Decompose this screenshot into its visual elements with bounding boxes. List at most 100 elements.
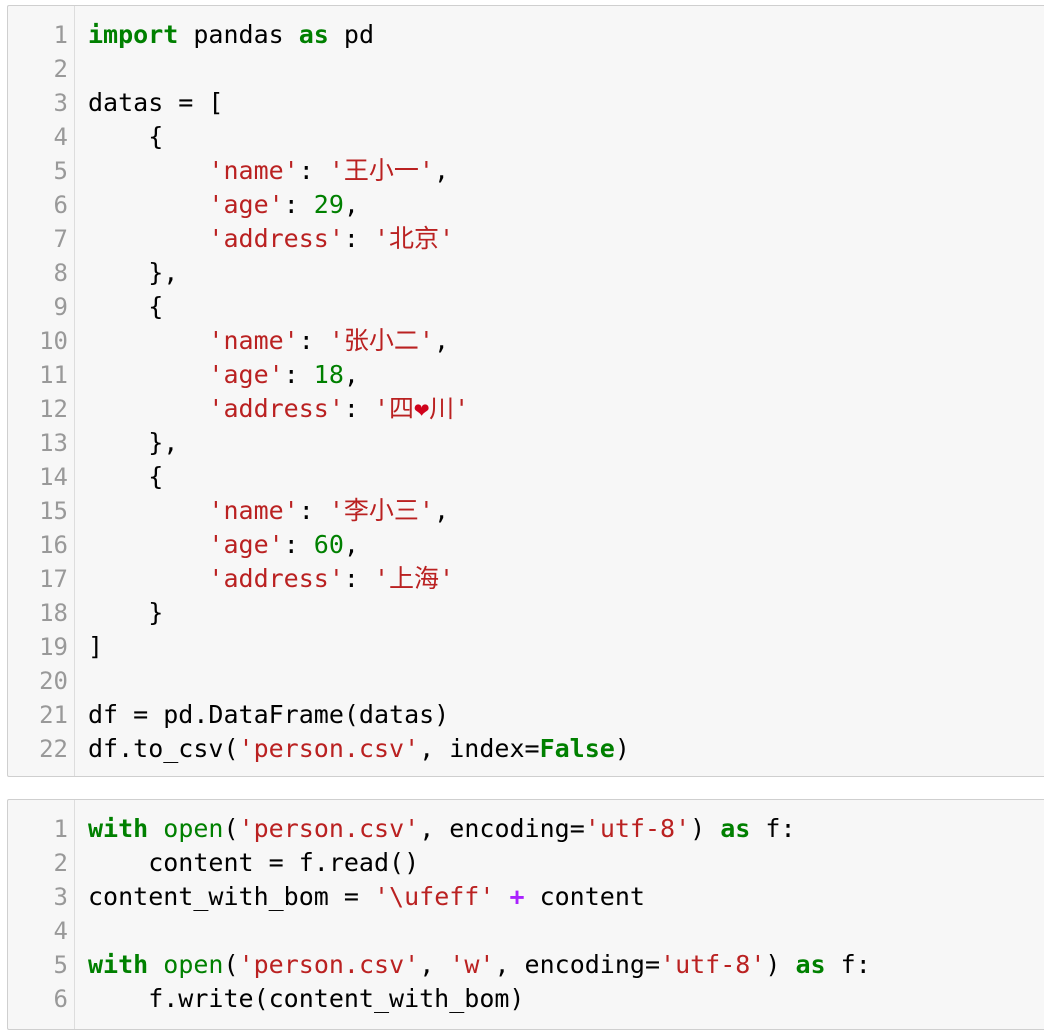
code-token: ) [690,814,721,843]
code-line[interactable]: 10 'name': '张小二', [8,324,1044,358]
line-number: 6 [53,191,68,219]
code-token: content_with_bom = [88,882,374,911]
code-text: import pandas as pd [88,18,374,52]
line-number: 16 [39,531,68,559]
code-token: , encoding= [419,814,585,843]
code-text: { [88,290,163,324]
code-text: content_with_bom = '\ufeff' + content [88,880,645,914]
line-number: 4 [53,123,68,151]
code-line[interactable]: 5 'name': '王小一', [8,154,1044,188]
code-token: content = f.read() [88,848,420,877]
code-text: datas = [ [88,86,223,120]
code-token: , [433,496,450,525]
code-line[interactable]: 19] [8,630,1044,664]
code-token: False [539,734,615,763]
code-token: 'utf-8' [660,950,766,979]
code-line[interactable]: 4 [8,914,1044,948]
code-text: df.to_csv('person.csv', index=False) [88,732,630,766]
line-number: 12 [39,395,68,423]
code-text: 'address': '上海' [88,562,454,596]
line-number: 6 [53,985,68,1013]
code-token [88,326,208,355]
code-token: : [298,326,329,355]
code-text: 'name': '张小二', [88,324,449,358]
line-number: 3 [53,89,68,117]
code-token: '上海' [374,564,455,593]
code-line[interactable]: 8 }, [8,256,1044,290]
code-line[interactable]: 3 datas = [ [8,86,1044,120]
line-number-gutter [8,6,75,776]
code-token: : [343,224,374,253]
code-line[interactable]: 20 [8,664,1044,698]
code-token: 'name' [208,496,299,525]
code-token: , [433,156,450,185]
code-token: ) [765,950,796,979]
line-number: 14 [39,463,68,491]
code-line[interactable]: 2 content = f.read() [8,846,1044,880]
code-token: : [298,496,329,525]
code-line[interactable]: 18 } [8,596,1044,630]
code-token: 18 [313,360,344,389]
code-text: { [88,120,163,154]
code-token: + [509,882,525,911]
code-token: ] [88,632,104,661]
code-token: 'utf-8' [584,814,691,843]
code-line[interactable]: 12 'address': '四❤川' [8,392,1044,426]
code-line[interactable]: 14 { [8,460,1044,494]
code-token: open [163,950,224,979]
code-line[interactable]: 6 'age': 29, [8,188,1044,222]
code-token: '四 [374,394,415,423]
code-token: , [433,326,450,355]
heart-icon: ❤ [414,394,430,423]
code-token: ( [223,950,239,979]
code-line[interactable]: 4 { [8,120,1044,154]
code-text: }, [88,426,178,460]
code-token: as [795,950,826,979]
line-number: 2 [53,55,68,83]
code-text: 'age': 18, [88,358,359,392]
line-number: 21 [39,701,68,729]
code-token: pd [328,20,374,49]
code-token: { [88,122,164,151]
code-token: : [283,360,314,389]
code-token: as [720,814,751,843]
code-line[interactable]: 11 'age': 18, [8,358,1044,392]
code-line[interactable]: 16 'age': 60, [8,528,1044,562]
code-line[interactable]: 15 'name': '李小三', [8,494,1044,528]
code-token [88,564,208,593]
code-text: 'name': '王小一', [88,154,449,188]
code-token [88,224,208,253]
code-token: as [298,20,329,49]
code-line[interactable]: 17 'address': '上海' [8,562,1044,596]
code-text: 'name': '李小三', [88,494,449,528]
code-line[interactable]: 7 'address': '北京' [8,222,1044,256]
code-line[interactable]: 9 { [8,290,1044,324]
code-token: '李小三' [328,496,434,525]
code-text: with open('person.csv', encoding='utf-8'… [88,812,796,846]
code-text: ] [88,630,103,664]
code-line[interactable]: 6 f.write(content_with_bom) [8,982,1044,1016]
code-token: : [298,156,329,185]
code-token: 29 [313,190,344,219]
code-line[interactable]: 13 }, [8,426,1044,460]
code-token [148,814,163,843]
line-number: 10 [39,327,68,355]
code-token: 'age' [208,190,284,219]
line-number: 9 [53,293,68,321]
code-token: '张小二' [328,326,434,355]
line-number: 18 [39,599,68,627]
code-token: : [283,530,314,559]
code-line[interactable]: 2 [8,52,1044,86]
line-number: 15 [39,497,68,525]
code-token: } [88,598,164,627]
